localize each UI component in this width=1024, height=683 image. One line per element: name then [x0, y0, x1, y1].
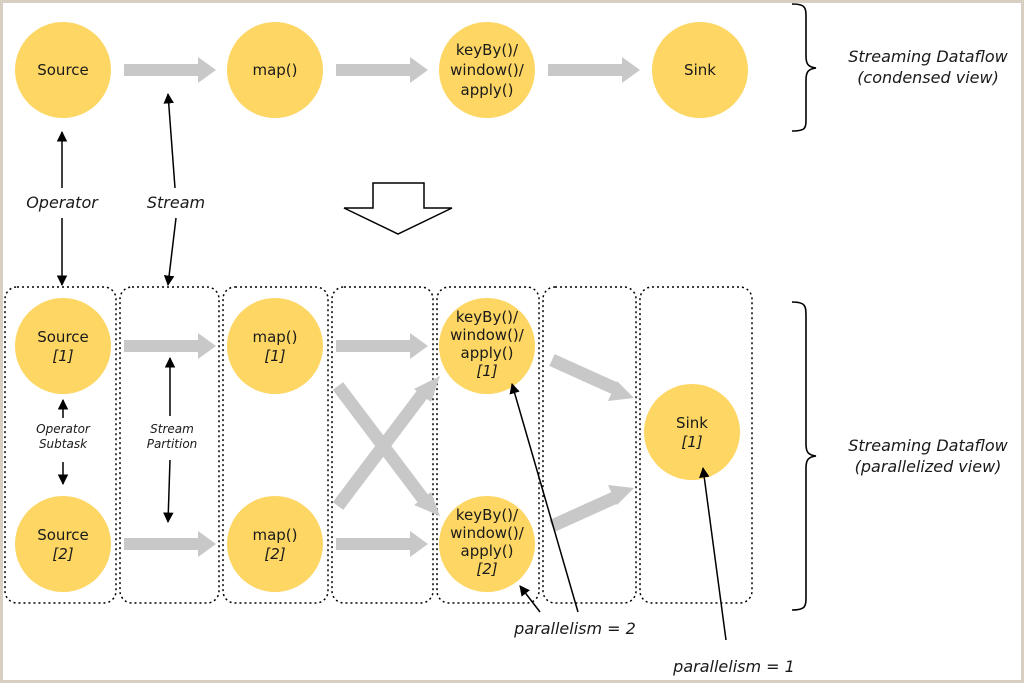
source1-node — [15, 298, 111, 394]
stream-arrow — [336, 57, 428, 83]
subtask-label-line2: Subtask — [39, 437, 88, 451]
condensed-side-title: Streaming Dataflow — [848, 47, 1008, 66]
operator-label: Operator — [26, 193, 99, 212]
parallel-view: Source [1] Source [2] map() [1] map() [2… — [4, 286, 1009, 676]
column-stream1 — [119, 286, 220, 604]
source2-node — [15, 496, 111, 592]
parallelism2-arrow — [519, 585, 541, 613]
map-node — [227, 22, 323, 118]
keyby1-index: [1] — [476, 362, 497, 380]
source-label: Source — [37, 61, 89, 79]
map2-name: map() — [252, 526, 297, 544]
map2-node — [227, 496, 323, 592]
partition-arrow-cross — [332, 388, 430, 510]
parallel-side-subtitle: (parallelized view) — [855, 457, 1002, 476]
keyby2-index: [2] — [476, 560, 497, 578]
keyby-node — [439, 22, 535, 118]
column-map — [222, 286, 329, 604]
condensed-side-subtitle: (condensed view) — [857, 68, 999, 87]
map2-index: [2] — [264, 545, 285, 563]
partition-arrow — [124, 531, 216, 557]
sink1-name: Sink — [676, 414, 708, 432]
map-label: map() — [252, 61, 297, 79]
keyby1-line2: window()/ — [450, 326, 525, 344]
keyby2-node — [439, 496, 535, 592]
partition-label-line1: Stream — [150, 422, 194, 436]
column-sink — [639, 286, 753, 604]
keyby-label-line1: keyBy()/ — [456, 41, 519, 59]
partition-arrow-to-sink — [549, 354, 617, 394]
keyby2-line3: apply() — [461, 542, 514, 560]
sink1-index: [1] — [681, 433, 702, 451]
map1-index: [1] — [264, 347, 285, 365]
sink1-node — [644, 384, 740, 480]
keyby2-line1: keyBy()/ — [456, 506, 519, 524]
keyby-label-line2: window()/ — [450, 61, 525, 79]
stream-arrow-down — [163, 217, 177, 287]
column-stream3 — [542, 286, 637, 604]
source2-name: Source — [37, 526, 89, 544]
source1-name: Source — [37, 328, 89, 346]
parallel-side-title: Streaming Dataflow — [848, 436, 1008, 455]
map1-node — [227, 298, 323, 394]
column-source — [4, 286, 117, 604]
parallelism1-arrow — [699, 466, 727, 641]
arrowhead — [414, 376, 440, 402]
partition-label-line2: Partition — [147, 437, 198, 451]
keyby2-line2: window()/ — [450, 524, 525, 542]
transform-arrow-icon — [343, 182, 453, 235]
sink-label: Sink — [684, 61, 716, 79]
parallelism1-label: parallelism = 1 — [672, 657, 795, 676]
arrowhead — [608, 381, 634, 401]
source2-index: [2] — [52, 545, 73, 563]
column-stream2 — [331, 286, 434, 604]
subtask-label-line1: Operator — [36, 422, 91, 436]
stream-arrow-up — [163, 92, 176, 189]
arrowhead — [414, 492, 440, 516]
stream-arrow — [124, 57, 216, 83]
parallelism2-arrow — [509, 382, 579, 613]
source1-index: [1] — [52, 347, 73, 365]
partition-annot-arrow-down — [163, 459, 174, 524]
keyby1-line3: apply() — [461, 344, 514, 362]
keyby-label-line3: apply() — [461, 81, 514, 99]
arrowhead — [608, 485, 634, 505]
keyby1-node — [439, 298, 535, 394]
condensed-view: Source map() keyBy()/ window()/ apply() … — [15, 3, 1009, 132]
annotations-middle: Operator Stream — [26, 92, 453, 287]
column-keyby — [436, 286, 540, 604]
source-node — [15, 22, 111, 118]
parallelism2-label: parallelism = 2 — [513, 619, 636, 638]
map1-name: map() — [252, 328, 297, 346]
keyby1-line1: keyBy()/ — [456, 308, 519, 326]
partition-arrow — [124, 333, 216, 359]
partition-arrow — [336, 531, 428, 557]
partition-arrow — [336, 333, 428, 359]
condensed-brace — [791, 3, 817, 132]
partition-arrow-to-sink — [549, 492, 617, 532]
stream-label: Stream — [147, 193, 205, 212]
parallel-brace — [791, 301, 817, 611]
stream-arrow — [548, 57, 640, 83]
sink-node — [652, 22, 748, 118]
